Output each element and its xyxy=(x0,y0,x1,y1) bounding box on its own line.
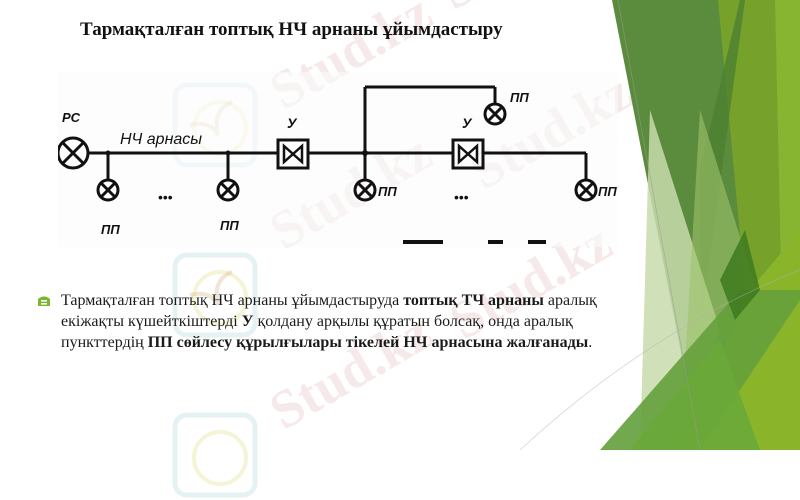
bullet-arrow-icon xyxy=(38,296,50,306)
ellipsis: ••• xyxy=(454,189,469,205)
channel-diagram: РС НЧ арнасы У У ПП ПП ПП ПП ПП ••• ••• xyxy=(58,72,618,247)
label-source: РС xyxy=(62,110,81,125)
green-facets-decoration xyxy=(519,0,800,450)
text-segment: қолдану арқылы құратын болсақ, онда арал… xyxy=(61,313,573,351)
label-channel: НЧ арнасы xyxy=(120,131,202,148)
text-segment-bold: ПП сөйлесу құрылғылары тікелей НЧ арнасы… xyxy=(147,334,589,351)
bullet-text: Тармақталған топтық НЧ арнаны ұйымдастыр… xyxy=(61,290,651,353)
slide: Stud.kz Stud.kz Stud.kz Stud.kz Stud.kz … xyxy=(38,0,800,498)
text-segment: аралық екіжақты күшейткіштерді xyxy=(61,292,597,330)
slide-title: Тармақталған топтық НЧ арнаны ұйымдастыр… xyxy=(80,19,503,40)
text-segment-bold: У xyxy=(241,313,254,330)
ellipsis: ••• xyxy=(158,189,173,205)
text-segment: . xyxy=(588,334,593,351)
label-point: ПП xyxy=(101,222,120,237)
label-amplifier: У xyxy=(462,115,473,131)
text-segment: Тармақталған топтық НЧ арнаны ұйымдастыр… xyxy=(61,292,404,309)
label-amplifier: У xyxy=(287,115,298,131)
label-point: ПП xyxy=(220,218,239,233)
label-point: ПП xyxy=(510,90,529,105)
label-point: ПП xyxy=(378,184,397,199)
label-point: ПП xyxy=(598,184,617,199)
text-segment-bold: топтық ТЧ арнаны xyxy=(403,292,544,309)
